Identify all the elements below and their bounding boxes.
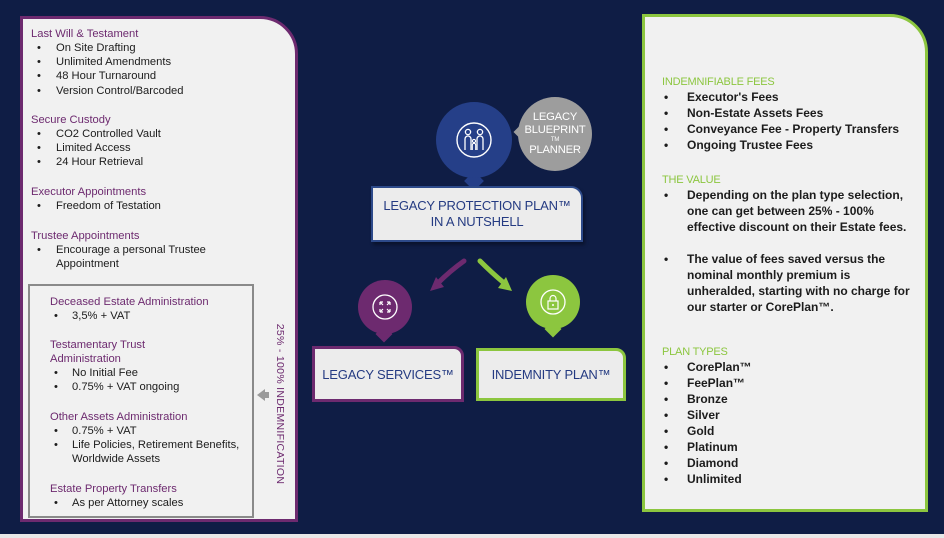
list-item: 0.75% + VAT xyxy=(50,424,250,438)
section-deceased-estate: Deceased Estate Administration 3,5% + VA… xyxy=(50,295,209,323)
blueprint-line2: BLUEPRINT xyxy=(524,124,586,136)
arrow-left-tail xyxy=(264,392,269,398)
list-item: Unlimited xyxy=(662,471,914,487)
list-item: 0.75% + VAT ongoing xyxy=(50,380,230,394)
section-heading: Other Assets Administration xyxy=(50,411,188,423)
section-heading: Testamentary Trust Administration xyxy=(50,339,146,365)
arrow-left-icon xyxy=(257,389,265,401)
section-heading: INDEMNIFIABLE FEES xyxy=(662,76,775,88)
family-bubble xyxy=(436,102,512,178)
list-item: Version Control/Barcoded xyxy=(31,84,184,98)
indemnification-label-text: 25% - 100% INDEMNIFICATION xyxy=(274,323,287,485)
indemnity-plan-box: INDEMNITY PLAN™ xyxy=(476,348,626,401)
section-testamentary-trust: Testamentary Trust Administration No Ini… xyxy=(50,338,179,395)
section-last-will: Last Will & Testament On Site Drafting U… xyxy=(31,27,184,98)
legacy-services-box: LEGACY SERVICES™ xyxy=(312,346,464,402)
list-item: Unlimited Amendments xyxy=(31,55,184,69)
section-heading: Estate Property Transfers xyxy=(50,483,177,495)
list-item: Freedom of Testation xyxy=(31,199,161,213)
administration-fees-box: Deceased Estate Administration 3,5% + VA… xyxy=(28,284,254,518)
indemnity-bubble xyxy=(526,275,580,329)
list-item: Depending on the plan type selection, on… xyxy=(662,187,914,235)
section-trustee-appointments: Trustee Appointments Encourage a persona… xyxy=(31,229,231,271)
list-item: The value of fees saved versus the nomin… xyxy=(662,251,914,315)
section-plan-types: PLAN TYPES CorePlan™ FeePlan™ Bronze Sil… xyxy=(662,345,914,487)
list-item: Platinum xyxy=(662,439,914,455)
services-bubble xyxy=(358,280,412,334)
list-item: Limited Access xyxy=(31,141,161,155)
legacy-services-panel: Last Will & Testament On Site Drafting U… xyxy=(20,16,298,522)
section-heading: THE VALUE xyxy=(662,174,721,186)
section-other-assets: Other Assets Administration 0.75% + VAT … xyxy=(50,410,250,467)
branch-arrows-icon xyxy=(430,258,512,291)
expand-arrows-icon xyxy=(372,294,398,320)
list-item: Executor's Fees xyxy=(662,89,917,105)
list-item: On Site Drafting xyxy=(31,41,184,55)
section-heading: PLAN TYPES xyxy=(662,346,728,358)
section-heading: Secure Custody xyxy=(31,114,111,126)
blueprint-line3: PLANNER xyxy=(529,144,581,156)
blueprint-line1: LEGACY xyxy=(532,111,578,123)
section-heading: Executor Appointments xyxy=(31,186,147,198)
legacy-protection-plan-title: LEGACY PROTECTION PLAN™ IN A NUTSHELL xyxy=(371,186,583,242)
list-item: Gold xyxy=(662,423,914,439)
blueprint-tm: TM xyxy=(550,137,560,143)
section-heading: Last Will & Testament xyxy=(31,28,139,40)
list-item: Silver xyxy=(662,407,914,423)
list-item: Conveyance Fee - Property Transfers xyxy=(662,121,917,137)
list-item: Non-Estate Assets Fees xyxy=(662,105,917,121)
legacy-services-label: LEGACY SERVICES™ xyxy=(322,366,454,382)
section-the-value: THE VALUE Depending on the plan type sel… xyxy=(662,173,914,315)
list-item: As per Attorney scales xyxy=(50,496,183,510)
section-executor-appointments: Executor Appointments Freedom of Testati… xyxy=(31,185,161,213)
list-item: 48 Hour Turnaround xyxy=(31,69,184,83)
family-icon xyxy=(456,122,492,158)
title-line1: LEGACY PROTECTION PLAN™ xyxy=(383,198,571,213)
title-line2: IN A NUTSHELL xyxy=(430,214,524,229)
section-heading: Trustee Appointments xyxy=(31,230,140,242)
bottom-strip xyxy=(0,534,944,538)
list-item: FeePlan™ xyxy=(662,375,914,391)
blueprint-planner-bubble: LEGACY BLUEPRINT TM PLANNER xyxy=(518,97,592,171)
list-item: Bronze xyxy=(662,391,914,407)
list-item: Diamond xyxy=(662,455,914,471)
section-heading: Deceased Estate Administration xyxy=(50,296,209,308)
section-indemnifiable-fees: INDEMNIFIABLE FEES Executor's Fees Non-E… xyxy=(662,75,917,153)
list-item: 3,5% + VAT xyxy=(50,309,209,323)
section-secure-custody: Secure Custody CO2 Controlled Vault Limi… xyxy=(31,113,161,170)
indemnification-label: 25% - 100% INDEMNIFICATION xyxy=(270,319,290,489)
lock-icon xyxy=(540,289,566,315)
list-item: 24 Hour Retrieval xyxy=(31,155,161,169)
indemnity-plan-panel: INDEMNIFIABLE FEES Executor's Fees Non-E… xyxy=(642,14,928,512)
list-item: CO2 Controlled Vault xyxy=(31,127,161,141)
indemnity-plan-label: INDEMNITY PLAN™ xyxy=(491,367,611,382)
list-item: Ongoing Trustee Fees xyxy=(662,137,917,153)
list-item: Life Policies, Retirement Benefits, Worl… xyxy=(50,438,250,466)
list-item: No Initial Fee xyxy=(50,366,230,380)
list-item: Encourage a personal Trustee Appointment xyxy=(31,243,231,271)
list-item: CorePlan™ xyxy=(662,359,914,375)
section-estate-property: Estate Property Transfers As per Attorne… xyxy=(50,482,183,510)
